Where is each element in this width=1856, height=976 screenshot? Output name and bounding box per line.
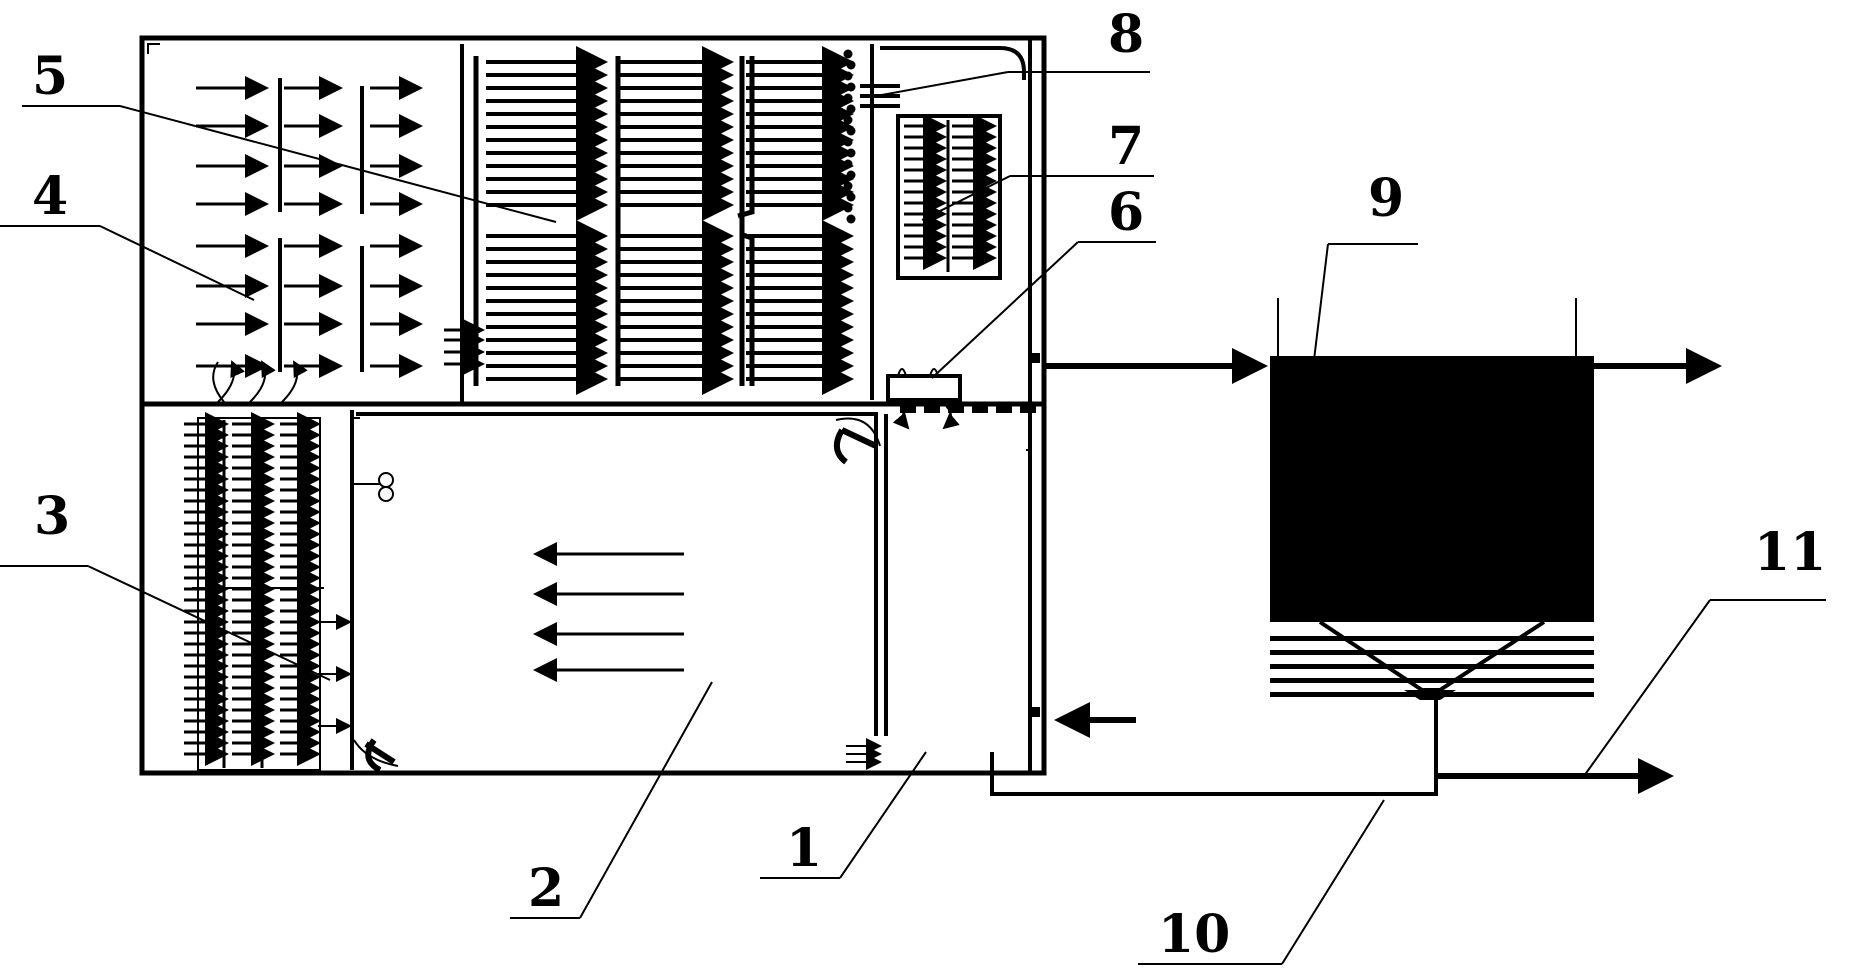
label-1: 1 — [786, 818, 822, 879]
zone-2-flow-lines — [533, 542, 684, 682]
top-return-pipe — [880, 46, 1026, 80]
main-tank — [139, 35, 1047, 776]
settler-body — [1270, 356, 1594, 622]
aeration-dots — [843, 49, 856, 224]
leader-lines — [0, 71, 1826, 965]
zone-4-media — [196, 76, 423, 378]
label-4: 4 — [32, 166, 68, 227]
zone-5-media — [444, 46, 854, 395]
label-5: 5 — [32, 46, 68, 107]
label-8: 8 — [1108, 4, 1144, 65]
zone-2-inner-pipe — [356, 412, 878, 736]
label-7: 7 — [1108, 116, 1144, 177]
label-10: 10 — [1158, 904, 1230, 965]
labels: 5 4 3 8 7 6 9 11 2 1 10 — [32, 4, 1826, 965]
unit-9-settler — [1270, 298, 1722, 778]
label-11: 11 — [1754, 522, 1826, 583]
label-2: 2 — [528, 858, 564, 919]
label-3: 3 — [34, 486, 70, 547]
mixer-bottom-left — [353, 738, 399, 773]
zone-6-inlet-box — [886, 374, 962, 402]
label-6: 6 — [1108, 182, 1144, 243]
zone-3-media — [184, 412, 321, 768]
zone-7-box — [896, 114, 1002, 280]
label-9: 9 — [1368, 168, 1404, 229]
mixer-top-right — [833, 417, 881, 465]
zone-7-media — [904, 114, 997, 272]
